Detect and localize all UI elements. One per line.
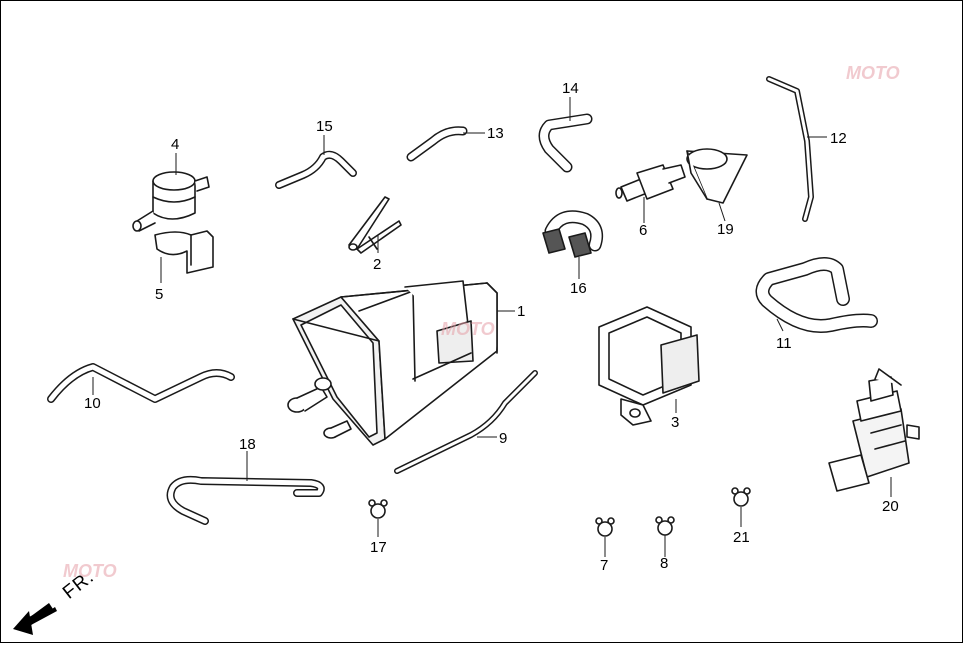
leader-11 xyxy=(776,318,784,332)
callout-10: 10 xyxy=(84,395,101,412)
part-12-hose xyxy=(766,76,814,222)
part-19-cover xyxy=(686,148,748,204)
part-21-clamp xyxy=(731,487,751,507)
callout-9: 9 xyxy=(499,430,508,447)
part-15-hose xyxy=(275,150,357,189)
callout-14: 14 xyxy=(562,80,579,97)
callout-15: 15 xyxy=(316,118,333,135)
part-9-hose xyxy=(394,370,538,474)
part-1-canister xyxy=(287,280,498,446)
part-10-hose xyxy=(47,363,235,403)
callout-21: 21 xyxy=(733,529,750,546)
callout-17: 17 xyxy=(370,539,387,556)
part-4-filter xyxy=(132,171,210,232)
part-6-inline-filter xyxy=(615,164,686,202)
part-5-bracket xyxy=(154,230,214,274)
watermark-top: MOTO xyxy=(846,63,900,83)
callout-20: 20 xyxy=(882,498,899,515)
part-8-clamp xyxy=(655,516,675,536)
part-18-hose xyxy=(166,475,325,525)
part-13-hose xyxy=(406,126,468,162)
callout-1: 1 xyxy=(517,303,526,320)
leader-19 xyxy=(718,202,726,222)
callout-5: 5 xyxy=(155,286,164,303)
direction-arrow xyxy=(13,603,57,635)
part-2-y-joint xyxy=(348,196,402,254)
callout-12: 12 xyxy=(830,130,847,147)
part-14-hose xyxy=(538,113,593,173)
callout-18: 18 xyxy=(239,436,256,453)
callout-16: 16 xyxy=(570,280,587,297)
watermark-center: MOTO xyxy=(441,319,495,339)
part-3-bracket xyxy=(598,306,700,426)
callout-7: 7 xyxy=(600,557,609,574)
callout-19: 19 xyxy=(717,221,734,238)
callout-6: 6 xyxy=(639,222,648,239)
part-20-valve xyxy=(828,368,920,492)
part-17-clamp xyxy=(368,499,388,519)
callout-11: 11 xyxy=(776,335,792,352)
callout-3: 3 xyxy=(671,414,680,431)
watermark-bottom: MOTO xyxy=(63,561,117,581)
part-11-hose xyxy=(755,257,878,333)
part-7-clamp xyxy=(595,517,615,537)
callout-4: 4 xyxy=(171,136,180,153)
part-16-u-hose xyxy=(542,210,604,258)
callout-8: 8 xyxy=(660,555,669,572)
callout-13: 13 xyxy=(487,125,504,142)
callout-2: 2 xyxy=(373,256,382,273)
